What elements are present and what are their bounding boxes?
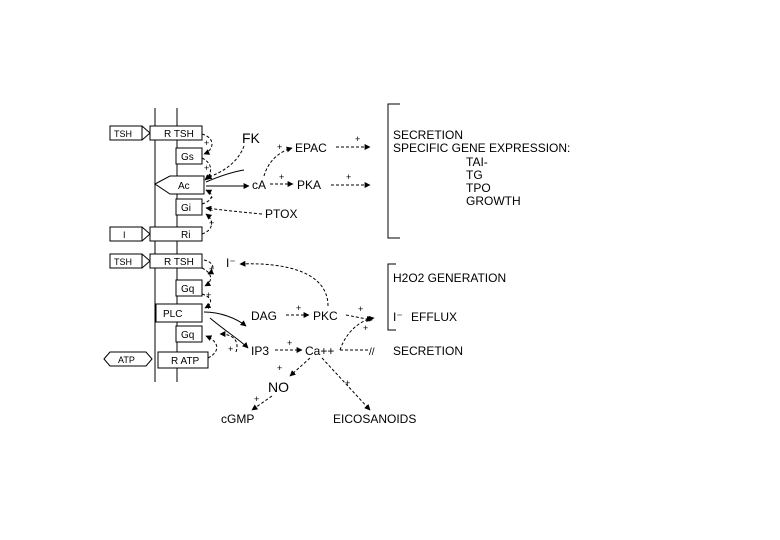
dag-label: DAG [251,309,277,323]
r-tsh-bottom-receptor [149,253,203,269]
cgmp-label: cGMP [221,412,254,426]
sign-plus: + [277,142,282,152]
arrow-no-cgmp [251,395,273,411]
sign-plus: + [279,172,284,182]
sign-plus: + [358,304,363,314]
tsh-ligand-top [109,125,143,141]
arrow-ip3-gq [219,331,238,353]
iodide-label: I⁻ [226,256,236,270]
sign-plus: + [206,302,211,312]
ri-label: Ri [181,230,190,241]
arrow-gq-plc [201,293,212,309]
arrow-camp-epac [263,146,293,177]
block-mark: // [369,347,375,358]
gi-protein [175,198,203,216]
epac-label: EPAC [295,141,327,155]
sign-plus: + [204,138,209,148]
effect-tg: TG [466,168,483,182]
effect-tai: TAI- [466,155,488,169]
atp-label: ATP [118,355,135,365]
arrow-plc-ip3 [209,317,249,349]
gq-bottom-label: Gq [181,330,194,341]
arrow-gi-ac [201,189,213,205]
ptox-label: PTOX [265,207,297,221]
sign-plus: + [209,218,214,228]
gq-top-protein [175,279,203,297]
arrow-ratp-gq [205,335,218,359]
i-ligand-label: I [123,230,126,240]
ip3-label: IP3 [251,344,269,358]
r-atp-label: R ATP [171,356,199,367]
arrow-ri-gi [201,213,213,235]
tsh-top-arrow-shape [141,125,151,141]
sign-plus: + [277,363,282,373]
arrow-rtsh-iodide [203,259,215,275]
arrow-ptox-gi [205,205,263,215]
sign-plus: + [204,163,209,173]
arrow-pkc-iodide [239,260,329,307]
ri-receptor [149,226,203,242]
gs-protein [175,147,203,165]
ac-enzyme [154,175,205,195]
effect-growth: GROWTH [466,194,521,208]
effect-gene-expression: SPECIFIC GENE EXPRESSION: [393,141,570,155]
sign-minus: - [210,192,213,202]
i-ligand [109,226,143,242]
r-tsh-top-receptor [149,125,203,141]
effect-secretion-top: SECRETION [393,128,463,142]
sign-plus: + [345,378,350,388]
gs-label: Gs [181,152,194,163]
gq-bottom-protein [175,325,203,343]
atp-ligand [103,351,153,367]
sign-plus: + [206,290,211,300]
gi-label: Gi [181,203,191,214]
effect-tpo: TPO [466,181,491,195]
arrow-ca-eicosanoids [321,357,371,411]
r-atp-receptor [157,351,209,369]
arrow-plc-dag [203,311,247,327]
ac-label: Ac [178,181,190,192]
arrow-ca-no [289,357,311,377]
arrow-fk-ac [205,145,245,180]
plc-enzyme [155,303,203,323]
camp-label: cA [252,178,266,192]
gq-top-label: Gq [181,284,194,295]
tsh-ligand-bottom-label: TSH [114,257,132,267]
effect-secretion-bottom: SECRETION [393,344,463,358]
tsh-ligand-top-label: TSH [114,129,132,139]
eicosanoids-label: EICOSANOIDS [333,412,416,426]
i-arrow-shape [141,226,151,242]
arrow-rtsh-gs [201,133,213,155]
effect-efflux-symbol: I⁻ [393,310,403,324]
effect-h2o2: H2O2 GENERATION [393,271,506,285]
tsh-ligand-bottom [109,253,143,269]
plc-label: PLC [163,309,182,320]
sign-plus: + [254,394,259,404]
arrow-rtsh-gq [201,267,212,287]
sign-plus: + [228,344,233,354]
effects-bottom-bracket [387,263,396,331]
sign-minus: - [210,205,213,215]
sign-plus: + [355,134,360,144]
effect-efflux: EFFLUX [411,310,457,324]
sign-plus: + [287,338,292,348]
pka-label: PKA [297,178,321,192]
effects-top-bracket [387,103,400,239]
r-tsh-bottom-label: R TSH [164,257,194,268]
sign-plus: + [209,264,214,274]
no-label: NO [268,379,289,395]
arrow-fk-ac-solid [205,169,245,183]
ca-label: Ca++ [305,344,334,358]
sign-plus: + [346,172,351,182]
tsh-bottom-arrow-shape [141,253,151,269]
sign-plus: + [363,323,368,333]
fk-label: FK [242,130,261,146]
arrow-ca-effects [339,315,375,351]
pkc-label: PKC [313,309,338,323]
sign-plus: + [296,303,301,313]
r-tsh-top-label: R TSH [164,129,194,140]
